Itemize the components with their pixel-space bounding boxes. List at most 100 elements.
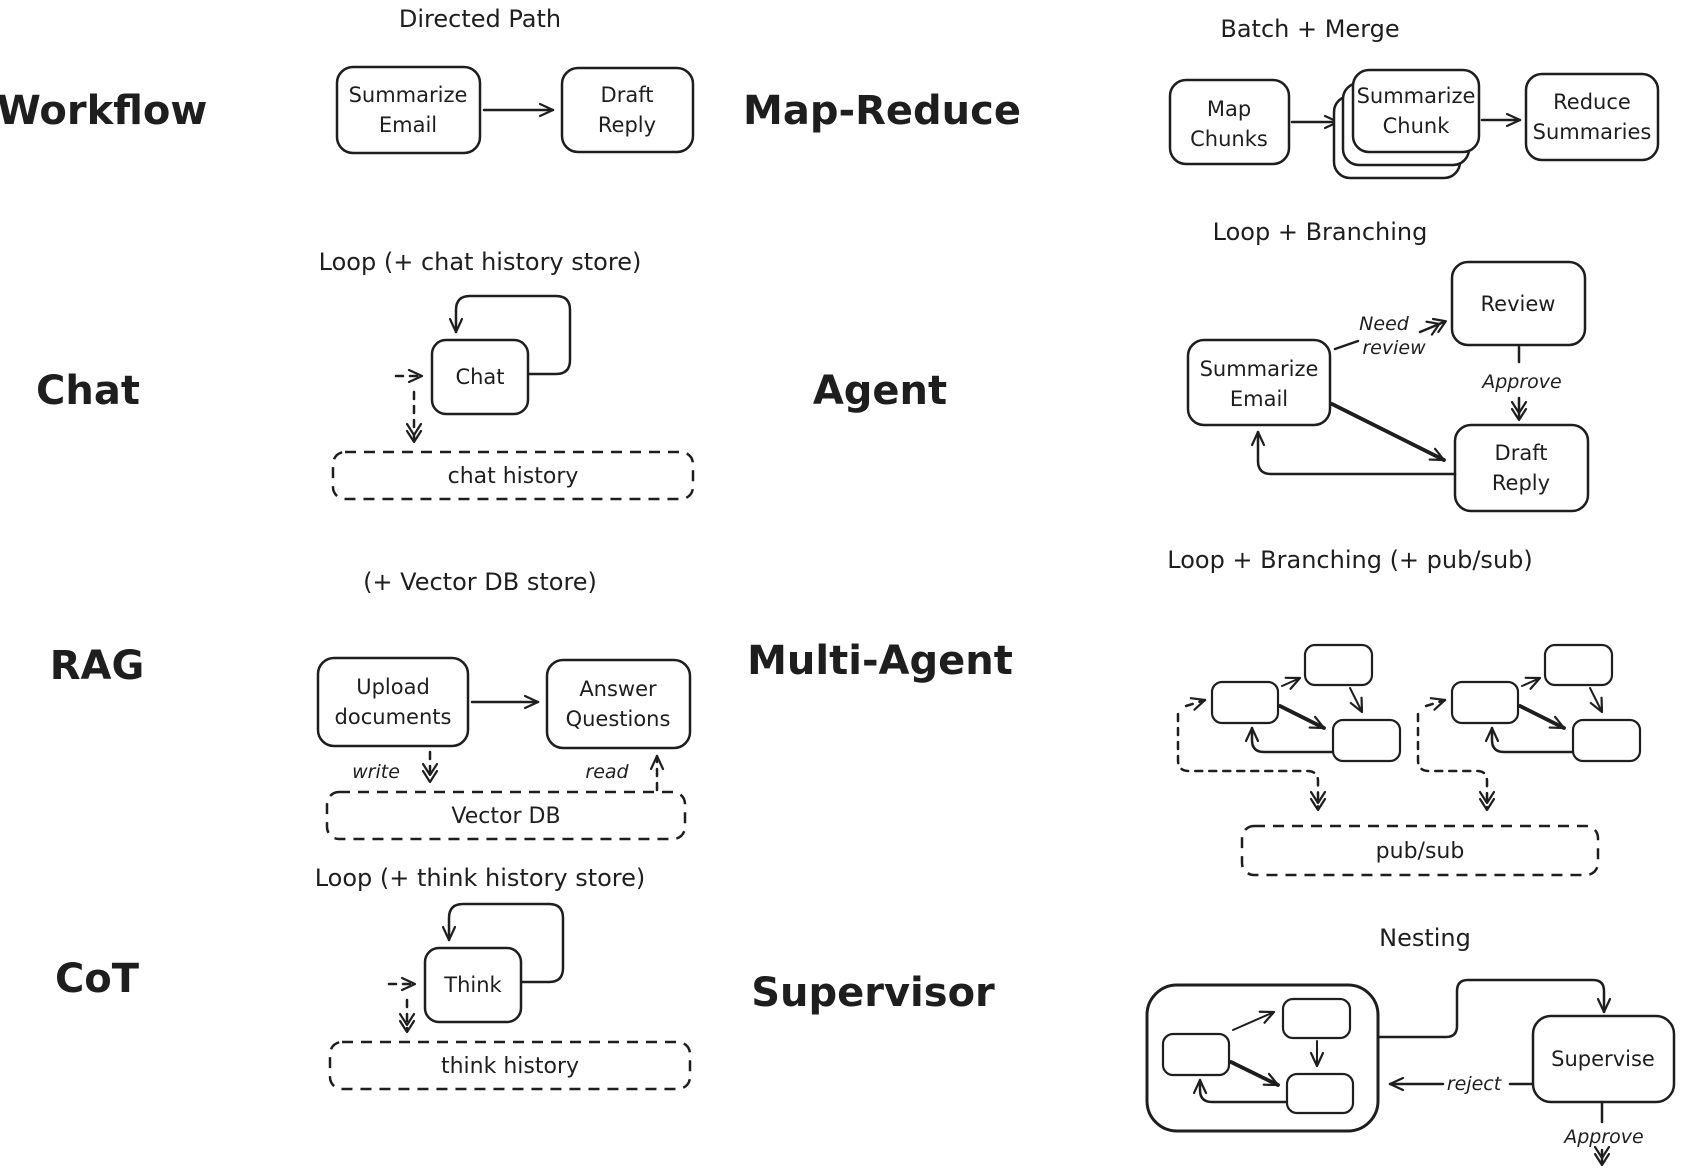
agent-node-draft-reply bbox=[1453, 423, 1590, 513]
cluster2-node-left bbox=[1450, 680, 1520, 725]
workflow-node-summarize-email bbox=[335, 65, 482, 155]
agent-direct-arrow bbox=[1330, 402, 1446, 462]
supervisor-inner-arrow-left-top bbox=[1232, 1010, 1276, 1031]
supervisor-approve-label: Approve bbox=[1562, 1126, 1644, 1148]
panel-chat: Loop (+ chat history store) Chat Chat ch… bbox=[36, 248, 695, 501]
workflow-label: Workflow bbox=[0, 88, 207, 134]
agent-loop-back-arrow bbox=[1250, 430, 1457, 476]
supervisor-inner-node-left bbox=[1161, 1032, 1231, 1077]
chat-history-store-text: chat history bbox=[448, 464, 579, 489]
agent-approve-label: Approve bbox=[1480, 371, 1562, 393]
map-reduce-node-summarize-chunk bbox=[1351, 68, 1481, 154]
workflow-node-summarize-email-line2: Email bbox=[379, 113, 437, 137]
panel-rag: (+ Vector DB store) RAG Upload documents… bbox=[50, 568, 692, 841]
workflow-node-draft-reply-line2: Reply bbox=[598, 113, 656, 137]
chat-pattern-title: Loop (+ chat history store) bbox=[319, 248, 642, 276]
agent-label: Agent bbox=[813, 368, 947, 414]
map-reduce-pattern-title: Batch + Merge bbox=[1220, 15, 1399, 43]
chat-history-store bbox=[331, 450, 695, 501]
cluster2-node-bottom bbox=[1571, 718, 1642, 763]
cluster1-node-left bbox=[1210, 680, 1280, 725]
map-reduce-node-reduce-summaries-line2: Summaries bbox=[1533, 120, 1652, 144]
cluster1-node-top bbox=[1303, 643, 1374, 687]
agent-need-review-edge-tail bbox=[1333, 339, 1360, 351]
map-reduce-node-summarize-chunk-line2: Chunk bbox=[1383, 114, 1451, 138]
agent-need-review-label-line1: Need bbox=[1359, 313, 1410, 335]
rag-label: RAG bbox=[50, 643, 145, 689]
chat-self-loop-arrow bbox=[448, 294, 572, 376]
multi-agent-cluster-1 bbox=[1176, 643, 1402, 812]
cot-think-history-store-text: think history bbox=[441, 1054, 579, 1079]
cot-pattern-title: Loop (+ think history store) bbox=[315, 864, 646, 892]
supervisor-container-to-supervise-arrow bbox=[1376, 978, 1612, 1039]
workflow-node-draft-reply-line1: Draft bbox=[601, 83, 654, 107]
multi-agent-pattern-title: Loop + Branching (+ pub/sub) bbox=[1167, 546, 1533, 574]
agent-node-draft-reply-line2: Reply bbox=[1492, 471, 1550, 495]
cluster2-node-top bbox=[1543, 643, 1614, 687]
agent-pattern-title: Loop + Branching bbox=[1213, 218, 1428, 246]
supervisor-inner-loop-back bbox=[1192, 1078, 1291, 1104]
map-reduce-node-summarize-chunk-line1: Summarize bbox=[1357, 84, 1476, 108]
rag-node-answer-questions-line2: Questions bbox=[566, 707, 671, 731]
rag-vector-db-store bbox=[325, 790, 687, 841]
cot-node-think bbox=[423, 946, 523, 1024]
cot-self-loop-arrow bbox=[441, 902, 565, 984]
cluster1-node-bottom bbox=[1331, 718, 1402, 763]
multi-agent-label: Multi-Agent bbox=[747, 638, 1013, 684]
panel-supervisor: Nesting Supervisor Supervise reject Appr… bbox=[751, 924, 1676, 1167]
rag-node-answer-questions-line1: Answer bbox=[579, 677, 657, 701]
cluster1-arrow-left-top bbox=[1281, 676, 1302, 690]
multi-agent-pubsub-store-text: pub/sub bbox=[1376, 839, 1465, 864]
chat-node-chat bbox=[430, 338, 530, 416]
agent-node-summarize-email-line2: Email bbox=[1230, 387, 1288, 411]
cluster2-arrow-left-top bbox=[1521, 676, 1542, 690]
rag-pattern-title: (+ Vector DB store) bbox=[363, 568, 597, 596]
cot-node-think-text: Think bbox=[443, 973, 502, 997]
rag-read-label: read bbox=[585, 761, 629, 783]
agent-node-review-text: Review bbox=[1481, 292, 1556, 316]
agent-need-review-label-line2: review bbox=[1362, 337, 1426, 359]
agent-node-review bbox=[1450, 260, 1587, 347]
cluster2-arrow-top-bottom bbox=[1589, 687, 1604, 714]
rag-write-label: write bbox=[352, 761, 400, 783]
chat-node-chat-text: Chat bbox=[455, 365, 504, 389]
agent-node-summarize-email-line1: Summarize bbox=[1200, 357, 1319, 381]
cluster2-loop-back bbox=[1484, 726, 1578, 754]
supervisor-inner-node-top bbox=[1281, 997, 1352, 1040]
supervisor-inner-arrow-direct bbox=[1229, 1060, 1280, 1087]
rag-node-upload-documents bbox=[316, 656, 470, 748]
rag-vector-db-store-text: Vector DB bbox=[451, 804, 560, 829]
supervisor-label: Supervisor bbox=[751, 970, 995, 1016]
agent-node-draft-reply-line1: Draft bbox=[1495, 441, 1548, 465]
panel-multi-agent: Loop + Branching (+ pub/sub) Multi-Agent bbox=[747, 546, 1642, 877]
cot-label: CoT bbox=[55, 956, 140, 1002]
cluster1-arrow-direct bbox=[1278, 704, 1326, 730]
cluster1-pubsub-out-arrow bbox=[1176, 712, 1327, 812]
multi-agent-pubsub-store bbox=[1240, 824, 1600, 877]
panel-agent: Loop + Branching Agent Review Summarize … bbox=[813, 218, 1590, 513]
rag-node-answer-questions bbox=[545, 658, 692, 750]
map-reduce-node-reduce-summaries-line1: Reduce bbox=[1553, 90, 1631, 114]
supervisor-node-supervise-text: Supervise bbox=[1551, 1047, 1655, 1071]
rag-node-upload-documents-line1: Upload bbox=[356, 675, 430, 699]
supervisor-reject-label: reject bbox=[1447, 1073, 1503, 1095]
cluster1-arrow-top-bottom bbox=[1349, 687, 1364, 714]
cluster1-loop-back bbox=[1244, 726, 1338, 754]
rag-node-upload-documents-line2: documents bbox=[335, 705, 452, 729]
map-reduce-node-map-chunks-line2: Chunks bbox=[1190, 127, 1268, 151]
map-reduce-node-map-chunks bbox=[1168, 78, 1291, 166]
supervisor-pattern-title: Nesting bbox=[1379, 924, 1471, 952]
map-reduce-node-map-chunks-line1: Map bbox=[1207, 97, 1251, 121]
cluster1-pubsub-in-arrow bbox=[1184, 697, 1207, 711]
supervisor-node-supervise bbox=[1531, 1014, 1676, 1104]
agent-node-summarize-email bbox=[1186, 338, 1332, 427]
panel-workflow: Directed Path Workflow Summarize Email D… bbox=[0, 5, 695, 155]
panel-cot: Loop (+ think history store) CoT Think t… bbox=[55, 864, 692, 1091]
agent-need-review-arrowhead bbox=[1418, 317, 1447, 336]
multi-agent-cluster-2 bbox=[1416, 643, 1642, 812]
cluster2-arrow-direct bbox=[1518, 704, 1566, 730]
cluster2-pubsub-in-arrow bbox=[1424, 697, 1447, 711]
panel-map-reduce: Batch + Merge Map-Reduce Map Chunks Summ… bbox=[743, 15, 1660, 180]
